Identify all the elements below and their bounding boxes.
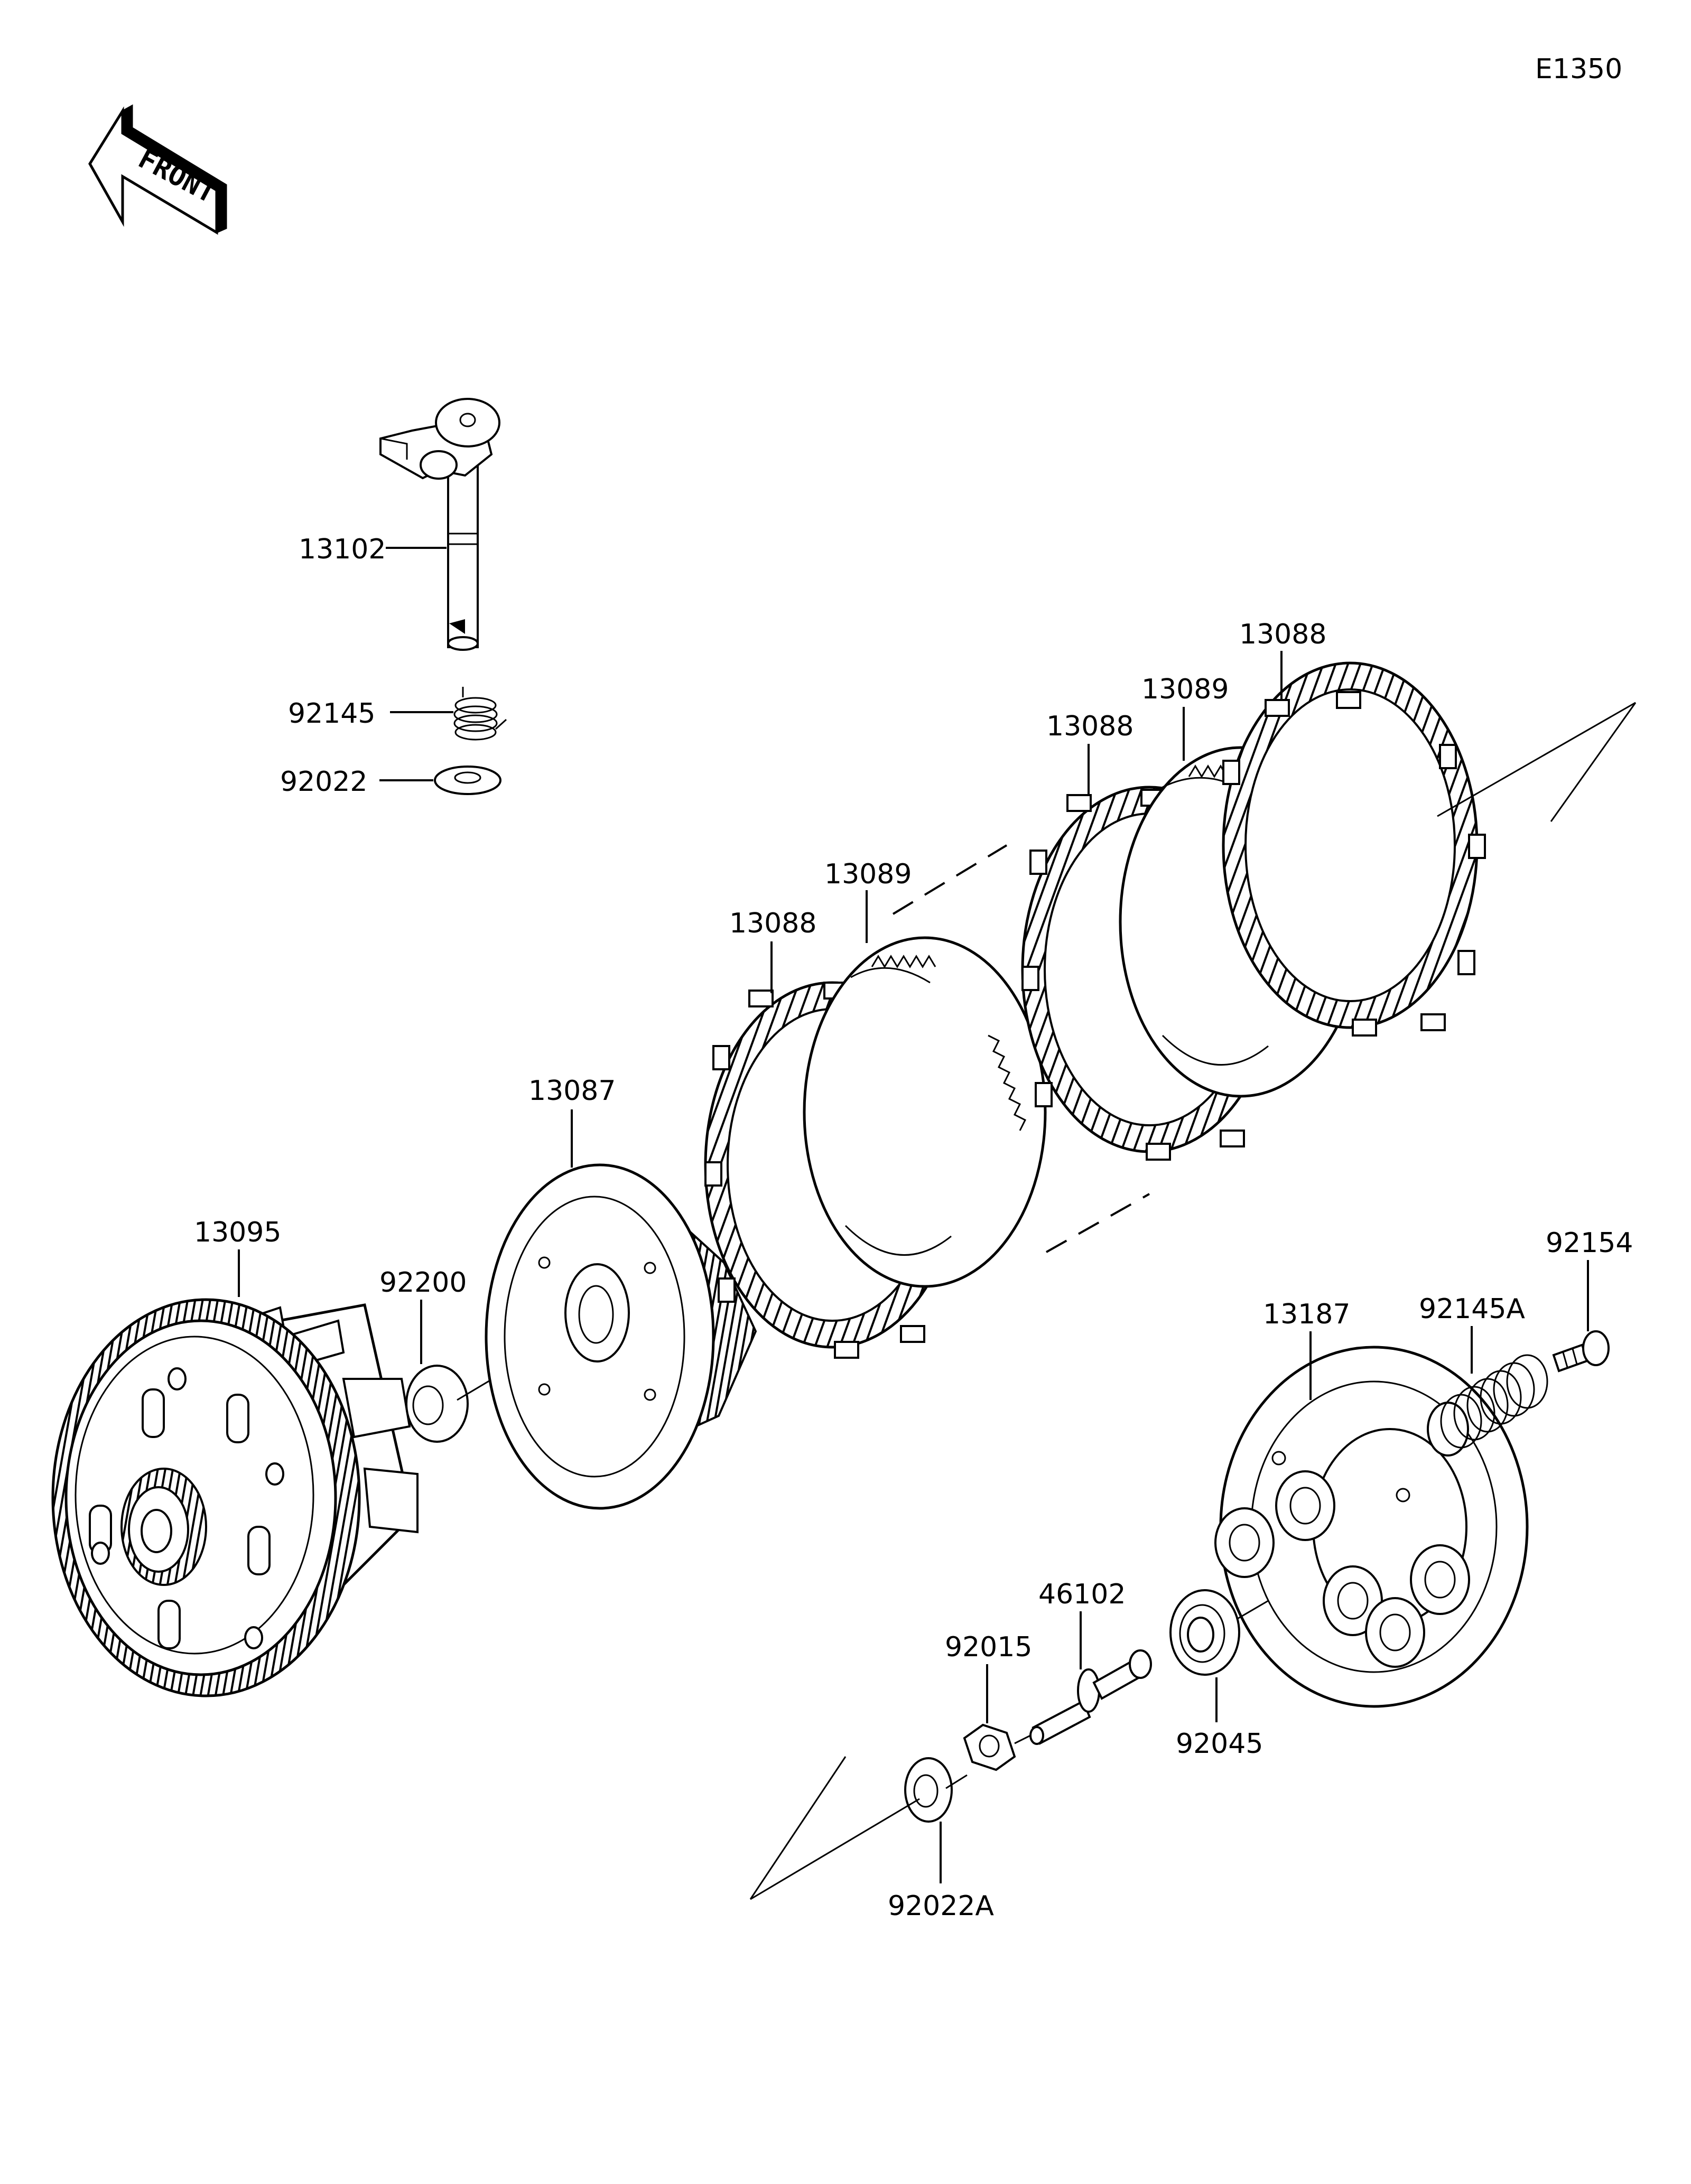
bearing-92045 [1169, 1589, 1240, 1676]
clutch-spring-92145A [1427, 1354, 1548, 1457]
label-92015: 92015 [945, 1631, 1032, 1663]
label-13089-lower: 13089 [824, 858, 912, 890]
washer-92022A [904, 1757, 953, 1823]
label-13087: 13087 [528, 1075, 616, 1107]
label-13102: 13102 [299, 534, 386, 565]
nut-92015 [963, 1723, 1016, 1771]
push-rod-46102 [1029, 1649, 1152, 1745]
label-92022: 92022 [280, 766, 367, 798]
label-92045: 92045 [1176, 1728, 1263, 1760]
label-13088-top: 13088 [1239, 619, 1326, 650]
diagram-code: E1350 [1535, 53, 1622, 85]
front-arrow-icon: FRONT [88, 104, 227, 235]
label-46102: 46102 [1038, 1579, 1126, 1610]
label-13088-lower: 13088 [729, 908, 816, 939]
steel-plate-13089-lower [803, 936, 1047, 1288]
label-92022A: 92022A [888, 1890, 994, 1922]
label-92145: 92145 [288, 698, 375, 730]
spacer-92200 [405, 1365, 469, 1443]
label-13089-upper: 13089 [1141, 674, 1229, 705]
label-92145A: 92145A [1419, 1293, 1525, 1325]
label-92154: 92154 [1546, 1227, 1633, 1259]
label-13095: 13095 [194, 1217, 281, 1248]
clutch-housing-13095 [51, 1298, 419, 1697]
clutch-release-shaft-13102 [379, 398, 500, 651]
label-13187: 13187 [1263, 1299, 1350, 1330]
bolt-92154 [1552, 1330, 1610, 1373]
label-13088-middle: 13088 [1046, 711, 1133, 742]
washer-92022 [434, 766, 501, 795]
label-92200: 92200 [379, 1267, 467, 1299]
clutch-hub-13087 [485, 1163, 757, 1510]
friction-plate-13088-top [1222, 661, 1486, 1037]
return-spring-92145 [453, 687, 507, 741]
